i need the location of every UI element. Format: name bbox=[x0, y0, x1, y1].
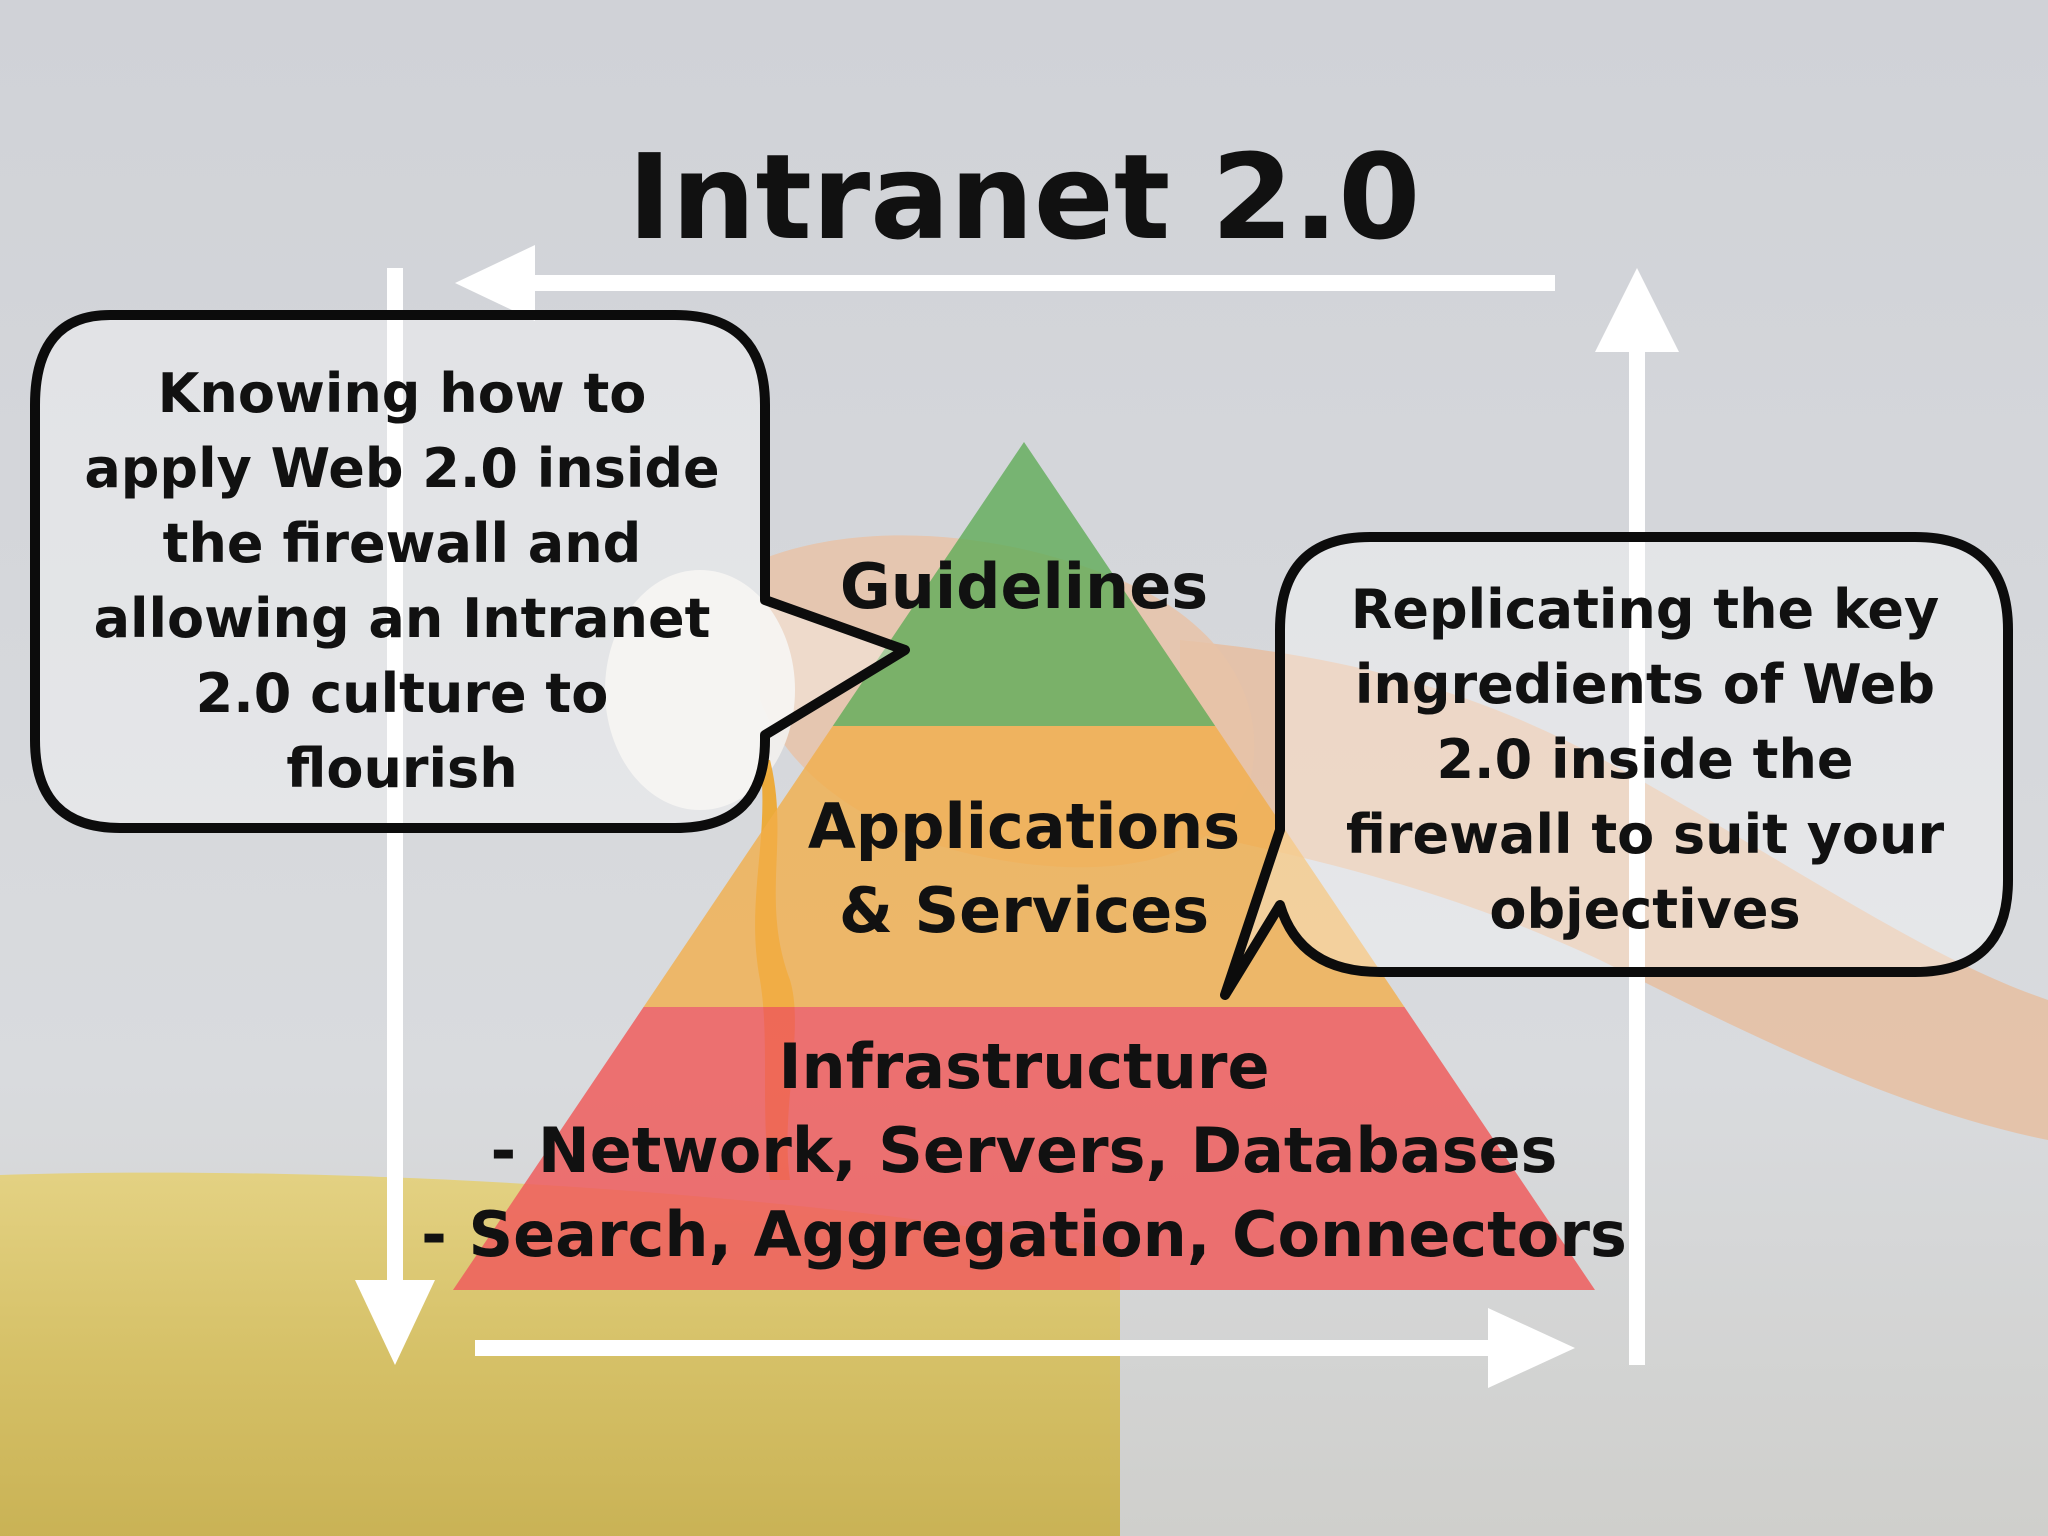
callout-left-bubble bbox=[30, 310, 910, 833]
callout-right-line-5: objectives bbox=[1489, 878, 1800, 941]
callout-left-line-3: the firewall and bbox=[163, 512, 642, 575]
tier-label-applications-line2: & Services bbox=[839, 874, 1209, 947]
callout-right: Replicating the key ingredients of Web 2… bbox=[1220, 532, 2013, 1000]
pyramid-tier-applications bbox=[643, 726, 1405, 1007]
cycle-arrows bbox=[355, 245, 1679, 1388]
tier-label-infrastructure-line2: - Network, Servers, Databases bbox=[491, 1114, 1558, 1187]
pyramid-tier-infrastructure bbox=[453, 1007, 1595, 1290]
egg-shell bbox=[605, 570, 795, 810]
callout-right-bubble bbox=[1220, 532, 2013, 1000]
pyramid-labels: Guidelines Applications & Services Infra… bbox=[421, 550, 1627, 1271]
callout-left-line-2: apply Web 2.0 inside bbox=[84, 437, 719, 500]
pyramid bbox=[453, 442, 1595, 1290]
arrow-left-head bbox=[455, 245, 535, 321]
callout-right-line-2: ingredients of Web bbox=[1355, 653, 1935, 716]
callout-right-line-1: Replicating the key bbox=[1351, 578, 1940, 641]
arm-shape bbox=[1180, 640, 2048, 1140]
callout-right-line-3: 2.0 inside the bbox=[1436, 728, 1853, 791]
tier-label-applications-line1: Applications bbox=[808, 790, 1240, 863]
callout-left-line-4: allowing an Intranet bbox=[94, 587, 711, 650]
arrow-right-head bbox=[1488, 1308, 1575, 1388]
callout-left-line-5: 2.0 culture to bbox=[196, 662, 609, 725]
tier-label-infrastructure-line1: Infrastructure bbox=[778, 1030, 1269, 1103]
callout-left: Knowing how to apply Web 2.0 inside the … bbox=[30, 310, 910, 833]
callout-left-line-1: Knowing how to bbox=[158, 362, 647, 425]
pyramid-tier-guidelines bbox=[832, 442, 1216, 726]
tier-label-guidelines: Guidelines bbox=[840, 550, 1208, 623]
arrow-up-head bbox=[1595, 268, 1679, 352]
callout-right-line-4: firewall to suit your bbox=[1346, 803, 1945, 866]
callout-left-line-6: flourish bbox=[286, 737, 517, 800]
arrow-down-head bbox=[355, 1280, 435, 1365]
slide-title: Intranet 2.0 bbox=[628, 128, 1421, 266]
tier-label-infrastructure-line3: - Search, Aggregation, Connectors bbox=[421, 1198, 1627, 1271]
